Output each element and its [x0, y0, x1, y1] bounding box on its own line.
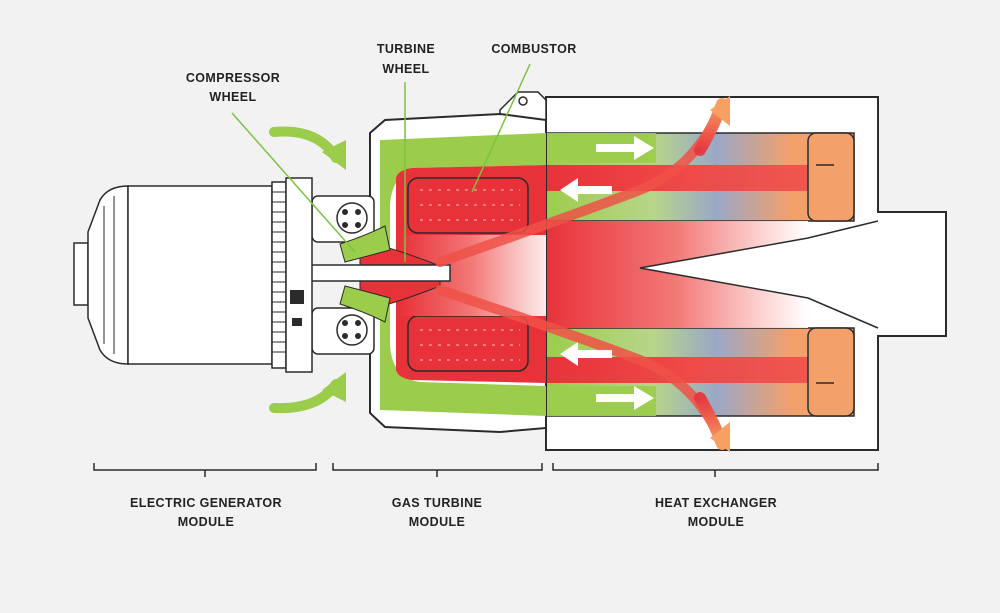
exchanger-bracket [552, 463, 879, 471]
exchanger-module-label-line1: HEAT EXCHANGER [655, 496, 777, 510]
generator-module-label-line2: MODULE [178, 515, 235, 529]
leader-lines [231, 63, 531, 262]
shaft [299, 264, 451, 282]
turbine-label-line1: TURBINE [377, 42, 435, 56]
compressor-label-line2: WHEEL [209, 90, 256, 104]
compressor-label-line1: COMPRESSOR [186, 71, 280, 85]
generator-module-label-line1: ELECTRIC GENERATOR [130, 496, 282, 510]
flow-arrows [269, 96, 730, 452]
electric-generator [73, 177, 313, 373]
turbine-label-line2: WHEEL [382, 62, 429, 76]
direction-arrows [560, 136, 654, 410]
turbine-module-label-line1: GAS TURBINE [392, 496, 483, 510]
combustor-label: COMBUSTOR [491, 42, 576, 56]
turbine-bracket [332, 463, 543, 471]
lower-combustor [407, 315, 529, 372]
compressor-leader [231, 112, 356, 253]
compressor-section [311, 195, 391, 355]
gas-turbine-body [359, 112, 547, 434]
heat-exchanger-body [499, 91, 947, 451]
combustor-leader [471, 63, 531, 193]
generator-bracket [93, 463, 317, 471]
turbine-module-label-line2: MODULE [409, 515, 466, 529]
exchanger-module-label-line2: MODULE [688, 515, 745, 529]
module-brackets [93, 463, 879, 477]
